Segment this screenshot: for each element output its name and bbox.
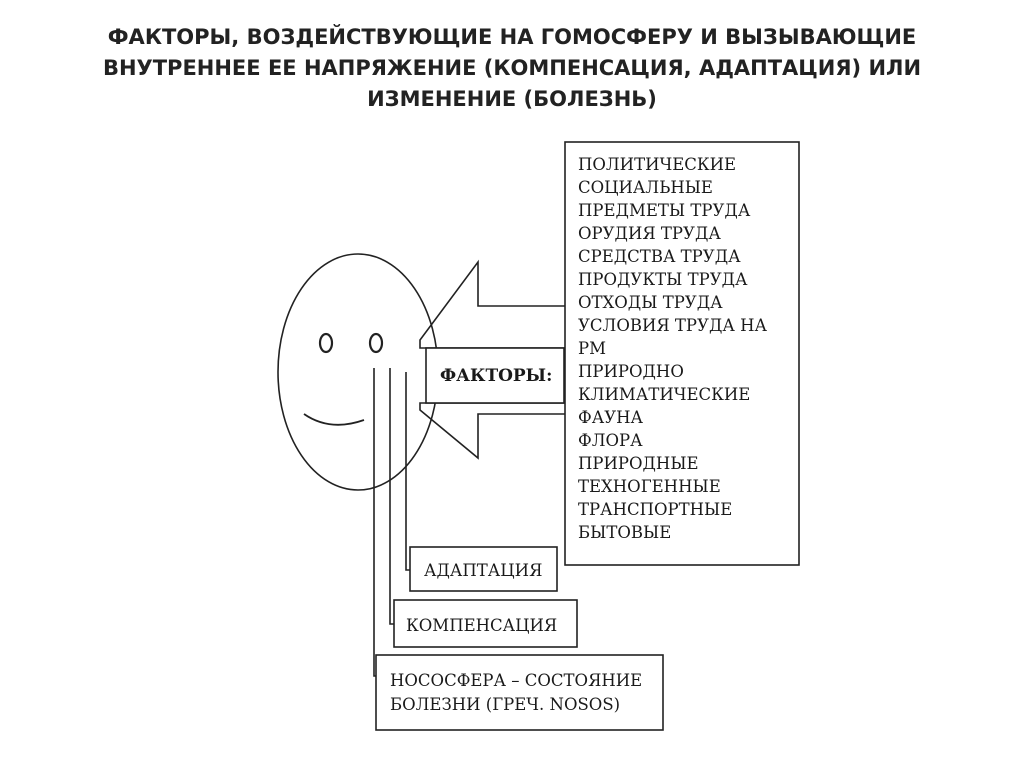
title-line-1: ФАКТОРЫ, ВОЗДЕЙСТВУЮЩИЕ НА ГОМОСФЕРУ И В… [107,25,917,49]
nososphere-label-line-1: НОСОСФЕРА – СОСТОЯНИЕ [390,671,642,690]
list-item: ТЕХНОГЕННЫЕ [578,477,721,496]
list-item: ПРЕДМЕТЫ ТРУДА [578,201,751,220]
page-title: ФАКТОРЫ, ВОЗДЕЙСТВУЮЩИЕ НА ГОМОСФЕРУ И В… [40,22,984,115]
arrow-lower [419,402,565,460]
factors-list: ПОЛИТИЧЕСКИЕ СОЦИАЛЬНЫЕ ПРЕДМЕТЫ ТРУДА О… [578,155,768,542]
list-item: УСЛОВИЯ ТРУДА НА [578,316,768,335]
connector-compensation [389,368,394,625]
list-item: ОРУДИЯ ТРУДА [578,224,721,243]
list-item: ПОЛИТИЧЕСКИЕ [578,155,736,174]
title-line-2: ВНУТРЕННЕЕ ЕЕ НАПРЯЖЕНИЕ (КОМПЕНСАЦИЯ, А… [102,56,922,80]
list-item: ФЛОРА [578,431,643,450]
list-item: СОЦИАЛЬНЫЕ [578,178,713,197]
face-outline [277,253,439,491]
list-item: ПРИРОДНЫЕ [578,454,699,473]
smile-icon [303,413,365,426]
compensation-label: КОМПЕНСАЦИЯ [406,616,557,635]
adaptation-box [409,546,558,592]
arrow-upper [419,259,565,349]
list-item: ПРИРОДНО [578,362,684,381]
factors-list-box [564,141,800,566]
adaptation-label: АДАПТАЦИЯ [424,561,542,580]
nososphere-label-line-2: БОЛЕЗНИ (ГРЕЧ. NOSOS) [390,695,620,714]
left-eye-icon [318,332,334,354]
list-item: СРЕДСТВА ТРУДА [578,247,741,266]
compensation-box [393,599,578,648]
factors-label: ФАКТОРЫ: [440,366,552,386]
list-item: БЫТОВЫЕ [578,523,671,542]
face-icon [277,253,439,491]
right-eye-icon [368,332,384,354]
list-item: ФАУНА [578,408,644,427]
list-item: ТРАНСПОРТНЫЕ [578,500,732,519]
list-item: РМ [578,339,606,358]
title-line-3: ИЗМЕНЕНИЕ (БОЛЕЗНЬ) [367,87,657,111]
list-item: ПРОДУКТЫ ТРУДА [578,270,748,289]
connector-nososphere [373,368,376,677]
nososphere-box [375,654,664,731]
list-item: ОТХОДЫ ТРУДА [578,293,723,312]
connector-adaptation [405,372,410,571]
factors-label-box [425,347,565,404]
list-item: КЛИМАТИЧЕСКИЕ [578,385,750,404]
